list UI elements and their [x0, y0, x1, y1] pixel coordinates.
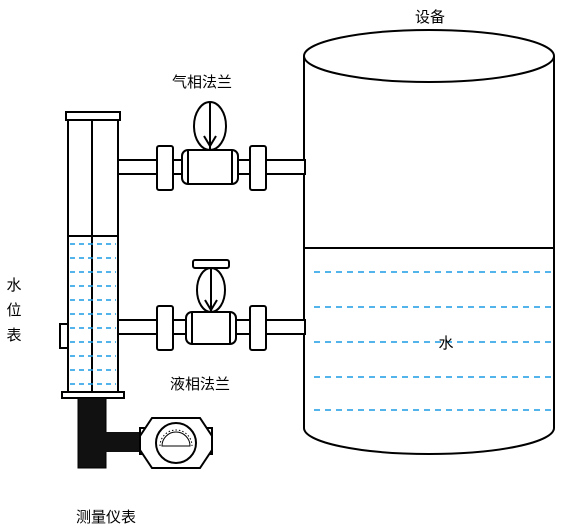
- instrument-stem: [77, 397, 107, 469]
- gas-flange-right: [249, 145, 267, 191]
- level-gauge-label-2: 位: [6, 301, 21, 319]
- liquid-valve-body: [185, 311, 237, 345]
- tank-water-dashes: [314, 271, 556, 411]
- gauge-top-cap: [65, 111, 121, 121]
- tank: [303, 29, 556, 455]
- level-gauge-label-3: 表: [6, 326, 21, 344]
- gas-valve-body: [181, 149, 239, 185]
- liquid-flange-right: [249, 305, 267, 351]
- gas-flange-left: [156, 145, 174, 191]
- gauge-water-dashes: [70, 243, 116, 385]
- liquid-flange-label: 液相法兰: [170, 375, 230, 393]
- gauge-side-port: [59, 323, 69, 349]
- level-gauge-label-1: 水: [6, 276, 21, 294]
- gas-phase-line: [117, 101, 306, 191]
- liquid-flange-left: [156, 305, 174, 351]
- instrument-neck: [104, 432, 146, 452]
- equipment-label: 设备: [415, 8, 445, 26]
- level-gauge-tube: [59, 111, 125, 399]
- water-label: 水: [438, 334, 453, 352]
- measuring-instrument: [77, 397, 213, 469]
- gas-flange-label: 气相法兰: [172, 73, 232, 91]
- instrument-label: 测量仪表: [76, 508, 136, 526]
- valve-handwheel-icon: [192, 259, 230, 269]
- gauge-bottom-flange: [61, 391, 125, 399]
- liquid-phase-line: [117, 259, 306, 351]
